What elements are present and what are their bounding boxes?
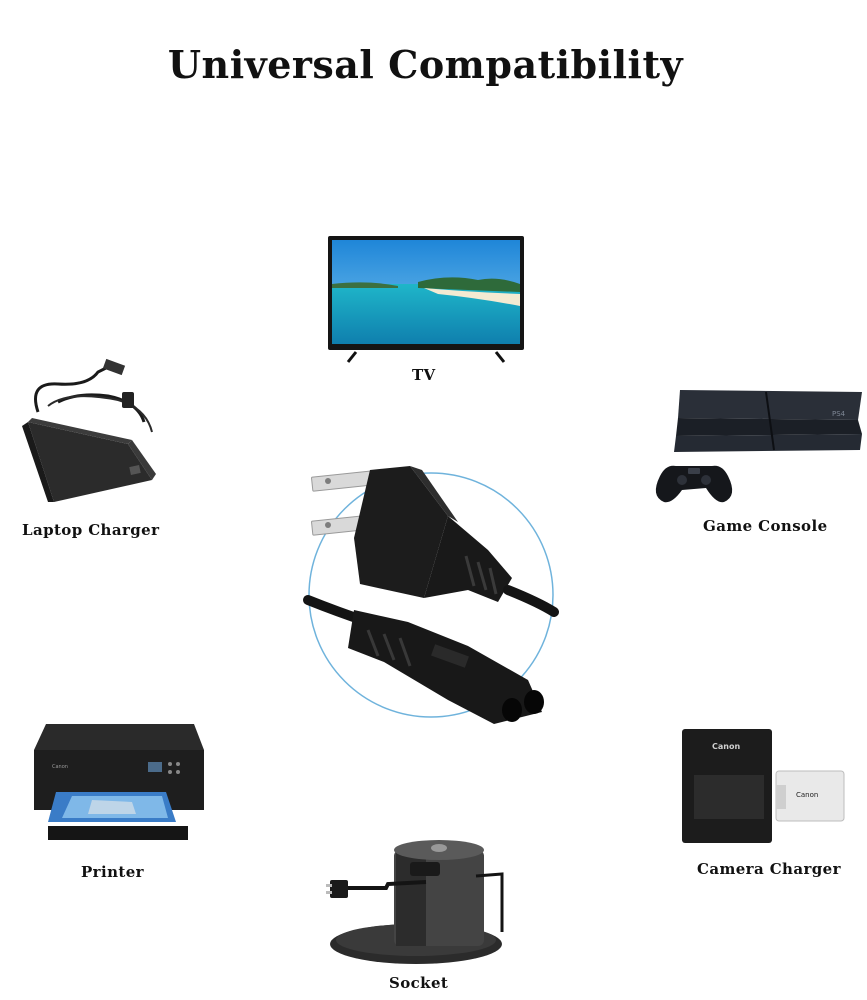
camera-charger-icon: Canon Canon xyxy=(682,729,845,843)
laptop-charger-icon xyxy=(22,358,156,502)
socket-icon xyxy=(326,840,504,964)
printer-label: Printer xyxy=(81,863,144,881)
tv-label: TV xyxy=(412,366,436,384)
game-console-label: Game Console xyxy=(703,517,828,535)
printer-icon: Canon xyxy=(34,724,204,840)
tv-item xyxy=(328,236,524,364)
svg-text:PS4: PS4 xyxy=(832,410,846,418)
tv-icon xyxy=(328,236,524,363)
svg-text:Canon: Canon xyxy=(52,764,68,770)
socket-item xyxy=(326,836,506,968)
laptop-charger-item xyxy=(18,358,158,504)
socket-label: Socket xyxy=(389,974,449,992)
center-cord-item xyxy=(298,462,564,724)
power-cord-icon xyxy=(303,466,559,724)
laptop-charger-label: Laptop Charger xyxy=(22,521,160,539)
camera-charger-item: Canon Canon xyxy=(680,727,848,847)
printer-item: Canon xyxy=(32,722,208,842)
game-console-item: PS4 xyxy=(636,380,864,506)
camera-charger-label: Camera Charger xyxy=(697,860,841,878)
page-title: Universal Compatibility xyxy=(167,42,684,87)
game-console-icon: PS4 xyxy=(655,390,862,503)
canon-brand-text: Canon xyxy=(712,742,740,751)
svg-text:Canon: Canon xyxy=(796,791,818,799)
